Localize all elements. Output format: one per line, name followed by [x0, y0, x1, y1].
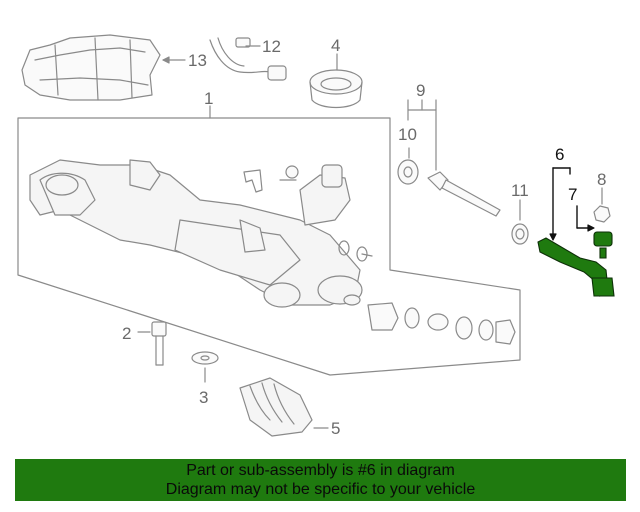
inner-tie-rod-part — [397, 99, 501, 217]
heat-shield-part — [21, 34, 161, 101]
callout-10: 10 — [398, 125, 417, 144]
washer-part — [191, 351, 219, 365]
callout-13: 13 — [188, 51, 207, 70]
callout-9: 9 — [416, 81, 425, 100]
steering-rack-part — [29, 159, 363, 308]
callout-1: 1 — [204, 89, 213, 108]
bracket-part — [243, 165, 299, 193]
callout-3: 3 — [199, 388, 208, 407]
callout-5: 5 — [331, 419, 340, 438]
info-banner: Part or sub-assembly is #6 in diagram Di… — [15, 459, 626, 501]
seal-ring-part — [309, 69, 363, 109]
steering-gear-box-outline — [17, 117, 521, 376]
banner-line-2: Diagram may not be specific to your vehi… — [165, 481, 476, 498]
callout-6: 6 — [555, 145, 564, 164]
bellows-boot-part — [239, 377, 313, 437]
bolt-part — [151, 321, 167, 366]
callout-2: 2 — [122, 324, 131, 343]
callout-11: 11 — [511, 181, 529, 200]
callout-7: 7 — [568, 185, 577, 204]
wire-harness-part — [209, 37, 287, 81]
bushing-parts — [367, 302, 516, 345]
callout-4: 4 — [331, 36, 340, 55]
o-ring-part — [511, 223, 529, 245]
callout-12: 12 — [262, 37, 281, 56]
callout-8: 8 — [597, 170, 606, 189]
banner-line-1: Part or sub-assembly is #6 in diagram — [186, 462, 455, 479]
tie-rod-end-highlighted-part[interactable] — [537, 231, 615, 297]
cap-part — [593, 205, 611, 223]
washer-parts — [338, 240, 373, 262]
